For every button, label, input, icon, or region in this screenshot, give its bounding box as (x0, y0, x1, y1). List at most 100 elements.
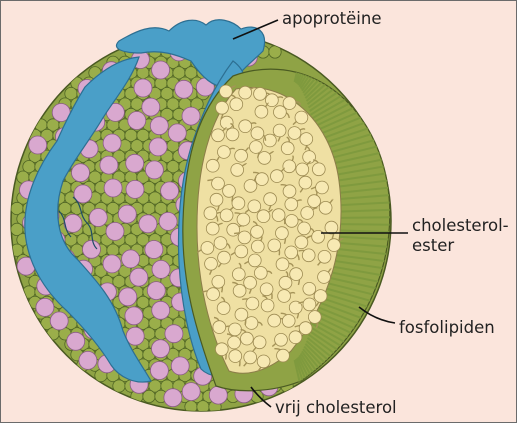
cholesterol-ester-molecule (230, 98, 243, 111)
free-cholesterol-molecule (171, 357, 189, 375)
cholesterol-ester-molecule (235, 308, 248, 321)
label-apoproteine: apoprotëine (282, 9, 381, 29)
cholesterol-ester-molecule (232, 268, 245, 281)
cholesterol-ester-molecule (318, 250, 331, 263)
cholesterol-ester-molecule (251, 240, 264, 253)
cholesterol-ester-molecule (260, 283, 273, 296)
cholesterol-ester-molecule (299, 322, 312, 335)
free-cholesterol-molecule (182, 383, 200, 401)
cholesterol-ester-molecule (316, 181, 329, 194)
cholesterol-ester-molecule (254, 88, 267, 101)
cholesterol-ester-molecule (250, 141, 263, 154)
free-cholesterol-molecule (122, 250, 140, 268)
cholesterol-ester-molecule (239, 86, 252, 99)
cholesterol-ester-molecule (228, 336, 241, 349)
free-cholesterol-molecule (103, 255, 121, 273)
free-cholesterol-molecule (152, 340, 170, 358)
free-cholesterol-molecule (152, 61, 170, 79)
cholesterol-ester-molecule (314, 290, 327, 303)
label-cholesterol-ester: cholesterol- ester (412, 216, 509, 256)
cholesterol-ester-molecule (257, 210, 270, 223)
free-cholesterol-molecule (142, 98, 160, 116)
cholesterol-ester-molecule (248, 200, 261, 213)
cholesterol-ester-molecule (279, 276, 292, 289)
free-cholesterol-molecule (125, 307, 143, 325)
free-cholesterol-molecule (161, 182, 179, 200)
free-cholesterol-molecule (145, 241, 163, 259)
cholesterol-ester-molecule (210, 193, 223, 206)
cholesterol-ester-molecule (264, 193, 277, 206)
cholesterol-ester-molecule (253, 336, 266, 349)
cholesterol-ester-molecule (277, 349, 290, 362)
cholesterol-ester-molecule (254, 267, 267, 280)
cholesterol-ester-molecule (238, 231, 251, 244)
cholesterol-ester-molecule (204, 207, 217, 220)
cholesterol-ester-molecule (220, 85, 233, 98)
cholesterol-ester-molecule (295, 111, 308, 124)
cholesterol-ester-molecule (244, 351, 257, 364)
cholesterol-ester-molecule (237, 213, 250, 226)
cholesterol-ester-molecule (308, 311, 321, 324)
free-cholesterol-molecule (103, 134, 121, 152)
free-cholesterol-molecule (83, 240, 101, 258)
free-cholesterol-molecule (175, 80, 193, 98)
cholesterol-ester-molecule (281, 142, 294, 155)
cholesterol-ester-molecule (303, 151, 316, 164)
cholesterol-ester-molecule (235, 245, 248, 258)
free-cholesterol-molecule (104, 179, 122, 197)
cholesterol-ester-molecule (244, 276, 257, 289)
cholesterol-ester-molecule (232, 197, 245, 210)
cholesterol-ester-molecule (273, 124, 286, 137)
free-cholesterol-molecule (168, 124, 186, 142)
cholesterol-ester-molecule (223, 185, 236, 198)
cholesterol-ester-molecule (312, 163, 325, 176)
cholesterol-ester-molecule (290, 268, 303, 281)
cholesterol-ester-molecule (325, 221, 338, 234)
cholesterol-ester-molecule (275, 333, 288, 346)
cholesterol-ester-molecule (213, 321, 226, 334)
cholesterol-ester-molecule (296, 163, 309, 176)
cholesterol-ester-molecule (227, 223, 240, 236)
cholesterol-ester-molecule (241, 332, 254, 345)
cholesterol-ester-molecule (318, 271, 331, 284)
cholesterol-ester-molecule (288, 127, 301, 140)
cholesterol-ester-molecule (229, 323, 242, 336)
cholesterol-ester-molecule (257, 355, 270, 368)
cholesterol-ester-molecule (303, 298, 316, 311)
cholesterol-ester-molecule (289, 331, 302, 344)
cholesterol-ester-molecule (212, 129, 225, 142)
cholesterol-ester-molecule (319, 201, 332, 214)
free-cholesterol-molecule (29, 136, 47, 154)
free-cholesterol-molecule (134, 79, 152, 97)
free-cholesterol-molecule (152, 260, 170, 278)
cholesterol-ester-molecule (220, 209, 233, 222)
cholesterol-ester-molecule (283, 97, 296, 110)
cholesterol-ester-molecule (214, 237, 227, 250)
free-cholesterol-molecule (150, 362, 168, 380)
free-cholesterol-molecule (139, 215, 157, 233)
cholesterol-ester-molecule (255, 105, 268, 118)
free-cholesterol-molecule (182, 107, 200, 125)
cholesterol-ester-molecule (207, 288, 220, 301)
cholesterol-ester-molecule (283, 160, 296, 173)
cholesterol-ester-molecule (308, 195, 321, 208)
free-cholesterol-molecule (126, 154, 144, 172)
cholesterol-ester-molecule (303, 282, 316, 295)
cholesterol-ester-molecule (217, 302, 230, 315)
cholesterol-ester-molecule (231, 164, 244, 177)
free-cholesterol-molecule (152, 301, 170, 319)
free-cholesterol-molecule (79, 351, 97, 369)
cholesterol-ester-molecule (245, 317, 258, 330)
cholesterol-ester-molecule (274, 106, 287, 119)
cholesterol-ester-molecule (276, 227, 289, 240)
label-cholesterol-ester-line1: cholesterol- (412, 216, 509, 236)
cholesterol-ester-molecule (283, 185, 296, 198)
label-vrij-cholesterol: vrij cholesterol (275, 398, 397, 418)
cholesterol-ester-molecule (295, 236, 308, 249)
cholesterol-ester-molecule (248, 254, 261, 267)
free-cholesterol-molecule (128, 112, 146, 130)
cholesterol-ester-molecule (239, 120, 252, 133)
free-cholesterol-molecule (50, 312, 68, 330)
